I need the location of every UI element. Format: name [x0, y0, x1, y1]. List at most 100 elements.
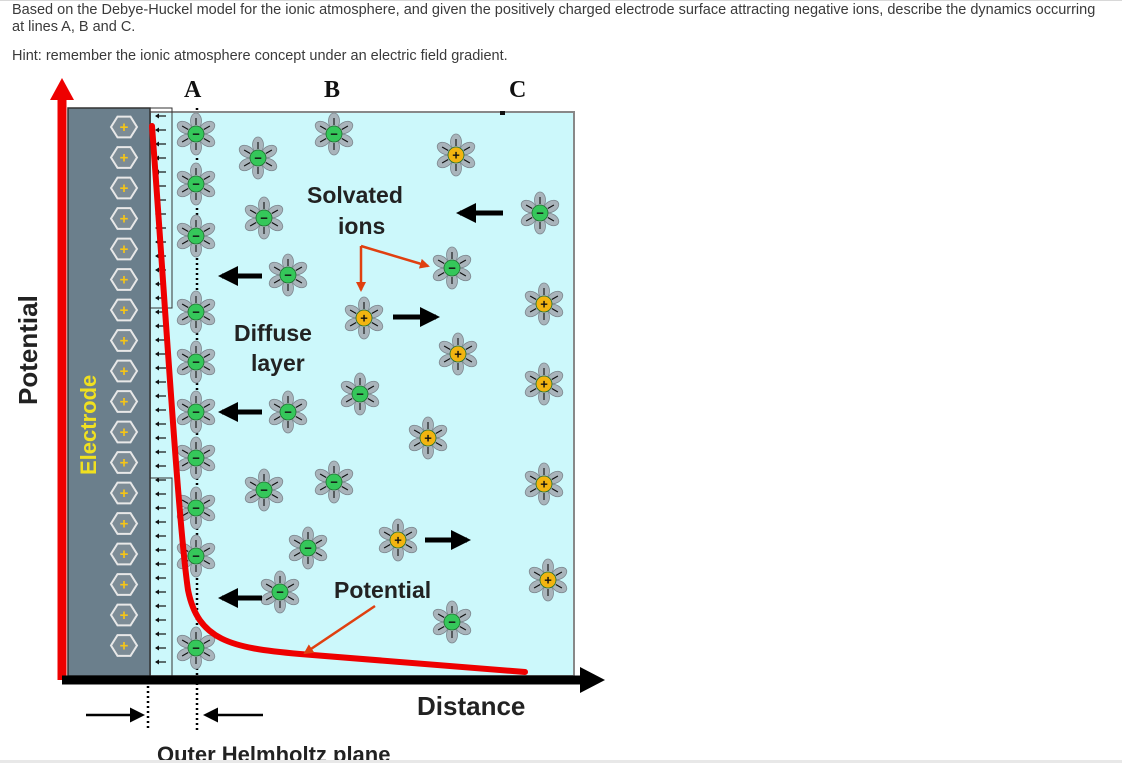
- negative-ion-symbol: −: [192, 177, 200, 192]
- positive-ion-symbol: +: [540, 377, 548, 392]
- positive-charge-symbol: +: [120, 638, 129, 655]
- water-dipole-arrow: [155, 575, 166, 581]
- negative-ion-symbol: −: [356, 387, 364, 402]
- y-axis-arrowhead: [50, 78, 74, 100]
- water-dipole-arrow: [155, 141, 166, 147]
- electrode-charge-hexagon: +: [109, 268, 139, 291]
- negative-ion: −: [176, 290, 216, 334]
- water-dipole-arrow: [155, 351, 166, 357]
- negative-ion-symbol: −: [536, 206, 544, 221]
- electrode-charge-hexagon: +: [109, 390, 139, 413]
- x-axis-label: Distance: [417, 691, 525, 721]
- positive-charge-symbol: +: [120, 424, 129, 441]
- positive-charge-symbol: +: [120, 211, 129, 228]
- negative-ion-symbol: −: [192, 127, 200, 142]
- water-dipole-arrow: [155, 659, 166, 665]
- electrode-charge-hexagon: +: [109, 603, 139, 627]
- positive-ion-symbol: +: [454, 347, 462, 362]
- electrode-charge-hexagon: +: [109, 481, 139, 505]
- negative-ion: −: [520, 191, 560, 235]
- negative-ion-symbol: −: [192, 305, 200, 320]
- line-c-label: C: [509, 77, 526, 103]
- negative-ion: −: [432, 246, 472, 290]
- positive-ion: +: [524, 362, 564, 406]
- negative-ion-symbol: −: [276, 585, 284, 600]
- water-dipole-arrow: [155, 379, 166, 385]
- solvated-ions: −−−−−−−−−−−−−−−−−−−−−−−+++++++++: [176, 112, 568, 670]
- water-dipole-arrow: [155, 421, 166, 427]
- positive-ion-symbol: +: [544, 573, 552, 588]
- positive-ion: +: [524, 462, 564, 506]
- positive-ion: +: [524, 282, 564, 326]
- negative-ion-symbol: −: [192, 451, 200, 466]
- water-dipole-arrow: [155, 449, 166, 455]
- negative-ion-symbol: −: [448, 261, 456, 276]
- y-axis-label: Potential: [13, 295, 43, 405]
- negative-ion-symbol: −: [192, 641, 200, 656]
- negative-ion: −: [268, 390, 308, 434]
- positive-charge-symbol: +: [120, 455, 129, 472]
- positive-ion: +: [344, 296, 384, 340]
- positive-charge-symbol: +: [120, 363, 129, 380]
- diffuse-label-2: layer: [251, 350, 305, 376]
- negative-ion: −: [176, 626, 216, 670]
- negative-ion-symbol: −: [330, 127, 338, 142]
- line-c-tick: [500, 111, 505, 115]
- water-dipole-arrow: [155, 589, 166, 595]
- water-dipole-arrow: [155, 631, 166, 637]
- bottom-divider: [0, 760, 1122, 763]
- water-dipole-arrow: [155, 393, 166, 399]
- water-dipole-arrow: [155, 505, 166, 511]
- positive-charge-symbol: +: [120, 577, 129, 594]
- negative-ion: −: [288, 526, 328, 570]
- water-dipole-arrow: [155, 547, 166, 553]
- electrode-charge-hexagon: +: [109, 359, 139, 383]
- electrode-charge-hexagon: +: [109, 634, 139, 657]
- solvated-label-2: ions: [338, 213, 385, 239]
- electrode-positive-charges: ++++++++++++++++++: [109, 115, 139, 657]
- water-dipole-arrow: [155, 561, 166, 567]
- potential-annotation: Potential: [334, 577, 431, 603]
- negative-ion: −: [176, 436, 216, 480]
- negative-ion-symbol: −: [192, 229, 200, 244]
- positive-ion-symbol: +: [424, 431, 432, 446]
- negative-ion-symbol: −: [260, 483, 268, 498]
- electrode-charge-hexagon: +: [109, 542, 139, 566]
- negative-ion: −: [432, 600, 472, 644]
- positive-charge-symbol: +: [120, 607, 129, 624]
- electrode-charge-hexagon: +: [109, 512, 139, 535]
- water-dipole-arrow: [155, 127, 166, 133]
- electrode-charge-hexagon: +: [109, 573, 139, 596]
- positive-charge-symbol: +: [120, 516, 129, 533]
- positive-ion: +: [378, 518, 418, 562]
- water-dipole-arrow: [155, 603, 166, 609]
- water-dipole-arrow: [155, 617, 166, 623]
- x-axis-arrowhead: [580, 667, 605, 693]
- positive-ion-symbol: +: [540, 477, 548, 492]
- positive-ion: +: [528, 558, 568, 602]
- positive-charge-symbol: +: [120, 485, 129, 502]
- line-a-label: A: [184, 77, 202, 103]
- line-b-label: B: [324, 77, 340, 103]
- positive-charge-symbol: +: [120, 302, 129, 319]
- negative-ion: −: [314, 460, 354, 504]
- positive-ion: +: [436, 133, 476, 177]
- negative-ion: −: [176, 390, 216, 434]
- electrode-charge-hexagon: +: [109, 237, 139, 261]
- inner-layer-box-top: [149, 107, 173, 309]
- negative-ion-symbol: −: [192, 501, 200, 516]
- positive-charge-symbol: +: [120, 180, 129, 197]
- solvated-ions-pointer-2: [360, 244, 430, 269]
- solvated-label-1: Solvated: [307, 182, 403, 208]
- electrode-charge-hexagon: +: [109, 329, 139, 352]
- electrode-charge-hexagon: +: [109, 207, 139, 230]
- negative-ion: −: [176, 162, 216, 206]
- electrode-charge-hexagon: +: [109, 115, 139, 139]
- diffuse-label-1: Diffuse: [234, 320, 312, 346]
- positive-charge-symbol: +: [120, 119, 129, 136]
- negative-ion: −: [176, 112, 216, 156]
- negative-ion-symbol: −: [448, 615, 456, 630]
- negative-ion: −: [176, 214, 216, 258]
- water-dipole-arrow: [155, 365, 166, 371]
